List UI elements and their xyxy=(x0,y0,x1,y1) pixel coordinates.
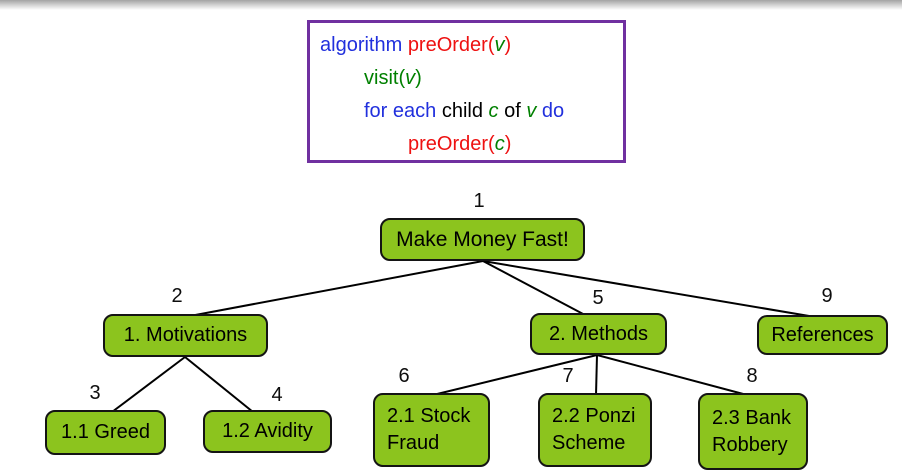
top-shadow-divider xyxy=(0,0,902,10)
visit-order-number-avidity: 4 xyxy=(271,384,283,406)
tree-edge-make-money-fast-to-methods xyxy=(482,260,586,316)
code-segment: v xyxy=(494,34,505,56)
tree-node-make-money-fast: Make Money Fast! xyxy=(380,218,585,261)
code-segment: of xyxy=(504,100,527,122)
code-segment: algorithm xyxy=(320,34,408,56)
tree-node-references: References xyxy=(757,315,888,355)
code-segment: child xyxy=(441,100,489,122)
visit-order-number-motivations: 2 xyxy=(171,285,183,307)
code-segment: preOrder( xyxy=(407,34,495,56)
tree-edge-motivations-to-avidity xyxy=(184,356,254,413)
visit-order-number-make-money-fast: 1 xyxy=(473,190,485,212)
tree-edge-make-money-fast-to-references xyxy=(482,260,816,318)
node-label: 2.2 Ponzi xyxy=(552,405,636,427)
visit-order-number-references: 9 xyxy=(821,285,833,307)
node-label: References xyxy=(771,323,874,346)
code-segment: c xyxy=(488,100,505,122)
code-line: for each child c of v do xyxy=(320,95,615,128)
code-segment: visit( xyxy=(364,67,406,89)
code-line: preOrder(c) xyxy=(320,128,615,161)
node-label: 1.1 Greed xyxy=(61,421,150,443)
node-label: 2.1 Stock xyxy=(387,405,471,427)
code-segment: v xyxy=(526,100,542,122)
tree-node-avidity: 1.2 Avidity xyxy=(203,410,332,453)
node-label: 2.3 Bank xyxy=(712,406,791,429)
visit-order-number-methods: 5 xyxy=(592,287,604,309)
tree-node-motivations: 1. Motivations xyxy=(103,314,268,357)
code-segment: ) xyxy=(415,67,422,89)
node-label: 2. Methods xyxy=(549,322,648,345)
code-segment: do xyxy=(541,100,565,122)
node-label: Robbery xyxy=(712,433,788,456)
code-segment: ) xyxy=(504,133,512,155)
algorithm-pseudocode-box: algorithm preOrder(v)visit(v)for each ch… xyxy=(307,20,626,163)
code-segment: c xyxy=(494,133,505,155)
node-label: Scheme xyxy=(552,432,626,454)
tree-node-greed: 1.1 Greed xyxy=(45,410,166,455)
node-label: 1.2 Avidity xyxy=(222,420,313,442)
node-label: Make Money Fast! xyxy=(396,228,569,251)
tree-edge-make-money-fast-to-motivations xyxy=(189,260,484,317)
visit-order-number-bank-robbery: 8 xyxy=(746,365,758,387)
tree-edge-methods-to-bank-robbery xyxy=(596,354,748,396)
code-segment: v xyxy=(405,67,416,89)
tree-node-methods: 2. Methods xyxy=(530,313,667,355)
tree-edge-motivations-to-greed xyxy=(111,356,186,413)
code-line: algorithm preOrder(v) xyxy=(320,29,615,62)
tree-edge-methods-to-ponzi-scheme xyxy=(595,354,598,396)
node-label: Fraud xyxy=(387,432,440,454)
code-segment: ) xyxy=(504,34,512,56)
code-segment: preOrder( xyxy=(408,133,495,155)
node-label: 1. Motivations xyxy=(123,324,248,346)
visit-order-number-stock-fraud: 6 xyxy=(398,365,410,387)
visit-order-number-greed: 3 xyxy=(89,382,101,404)
visit-order-number-ponzi-scheme: 7 xyxy=(562,365,574,387)
code-segment: for each xyxy=(364,100,442,122)
code-line: visit(v) xyxy=(320,62,615,95)
